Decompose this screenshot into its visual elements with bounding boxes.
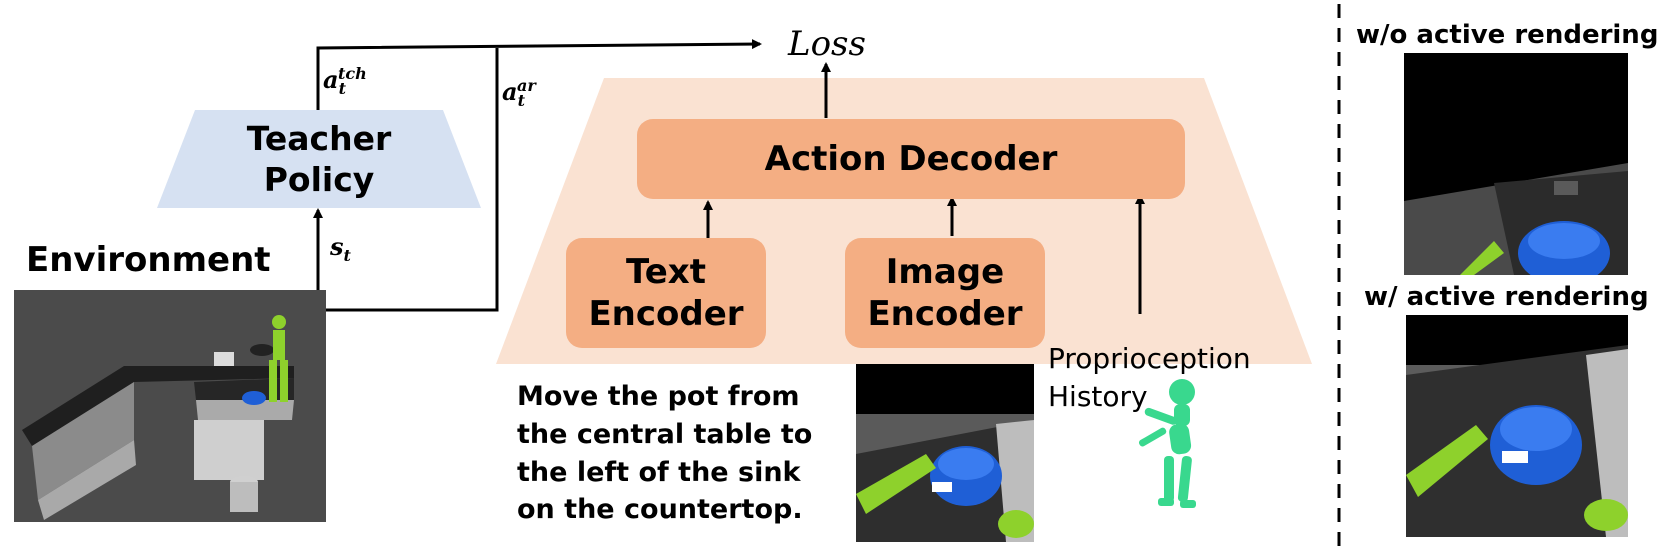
egocentric-view-image <box>856 364 1034 542</box>
teacher-policy-label: Teacher Policy <box>246 119 392 200</box>
with-active-rendering-image <box>1406 315 1628 537</box>
environment-render-image <box>14 290 326 522</box>
instruction-text: Move the pot from the central table to t… <box>517 381 813 526</box>
proprioception-label: Proprioception History <box>1048 342 1251 413</box>
environment-label: Environment <box>26 240 271 280</box>
expert-action-symbol: atar <box>502 76 536 110</box>
state-symbol: st <box>330 232 351 265</box>
divider-line <box>1337 4 1341 548</box>
image-encoder-box: Image Encoder <box>845 238 1045 348</box>
teacher-policy-shape <box>157 110 481 208</box>
with-active-rendering-label: w/ active rendering <box>1364 282 1649 312</box>
action-decoder-box: Action Decoder <box>637 119 1185 199</box>
humanoid-robot-figure <box>1138 379 1196 508</box>
loss-label: Loss <box>788 24 866 64</box>
without-active-rendering-label: w/o active rendering <box>1356 20 1659 50</box>
expert-action-line <box>320 48 499 312</box>
without-active-rendering-image <box>1404 53 1628 275</box>
teacher-action-line <box>316 39 762 110</box>
text-encoder-box: Text Encoder <box>566 238 766 348</box>
teacher-action-symbol: attch <box>323 64 367 98</box>
